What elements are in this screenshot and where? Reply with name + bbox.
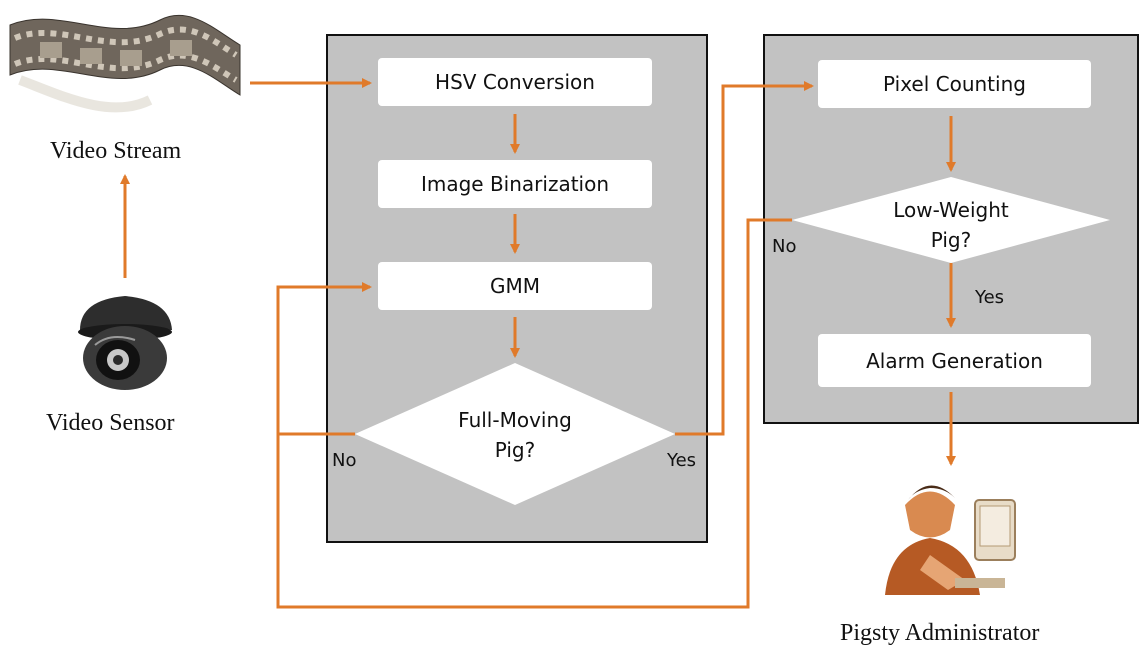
low-weight-no-loop-arrow <box>276 218 792 609</box>
image-binarization-box: Image Binarization <box>378 160 652 208</box>
low-weight-decision-text: Low-Weight Pig? <box>851 195 1051 255</box>
video-stream-caption: Video Stream <box>50 138 182 164</box>
dome-camera-icon <box>78 296 172 390</box>
hsv-conversion-label: HSV Conversion <box>435 70 595 94</box>
video-sensor-caption: Video Sensor <box>46 410 175 436</box>
pixel-counting-box: Pixel Counting <box>818 60 1091 108</box>
full-moving-no-loop-arrow <box>276 282 372 436</box>
pixel-counting-label: Pixel Counting <box>883 72 1026 96</box>
full-moving-yes-label: Yes <box>667 450 697 471</box>
full-moving-line2: Pig? <box>494 438 536 462</box>
alarm-generation-label: Alarm Generation <box>866 348 1043 373</box>
low-weight-no-label: No <box>772 236 797 257</box>
hsv-conversion-box: HSV Conversion <box>378 58 652 106</box>
gmm-box: GMM <box>378 262 652 310</box>
low-weight-yes-label: Yes <box>975 287 1005 308</box>
low-weight-line2: Pig? <box>930 228 972 252</box>
full-moving-no-label: No <box>332 450 357 471</box>
alarm-generation-box: Alarm Generation <box>818 334 1091 387</box>
pigsty-administrator-caption: Pigsty Administrator <box>840 620 1040 646</box>
gmm-label: GMM <box>489 274 540 298</box>
administrator-icon <box>885 485 1016 595</box>
low-weight-line1: Low-Weight <box>893 198 1009 222</box>
full-moving-line1: Full-Moving <box>458 408 572 432</box>
full-moving-decision-diamond <box>355 363 675 505</box>
low-weight-decision-diamond <box>792 177 1110 263</box>
full-moving-yes-arrow <box>675 81 814 436</box>
full-moving-decision-text: Full-Moving Pig? <box>415 405 615 465</box>
film-strip-icon <box>9 14 241 113</box>
image-binarization-label: Image Binarization <box>420 172 610 196</box>
